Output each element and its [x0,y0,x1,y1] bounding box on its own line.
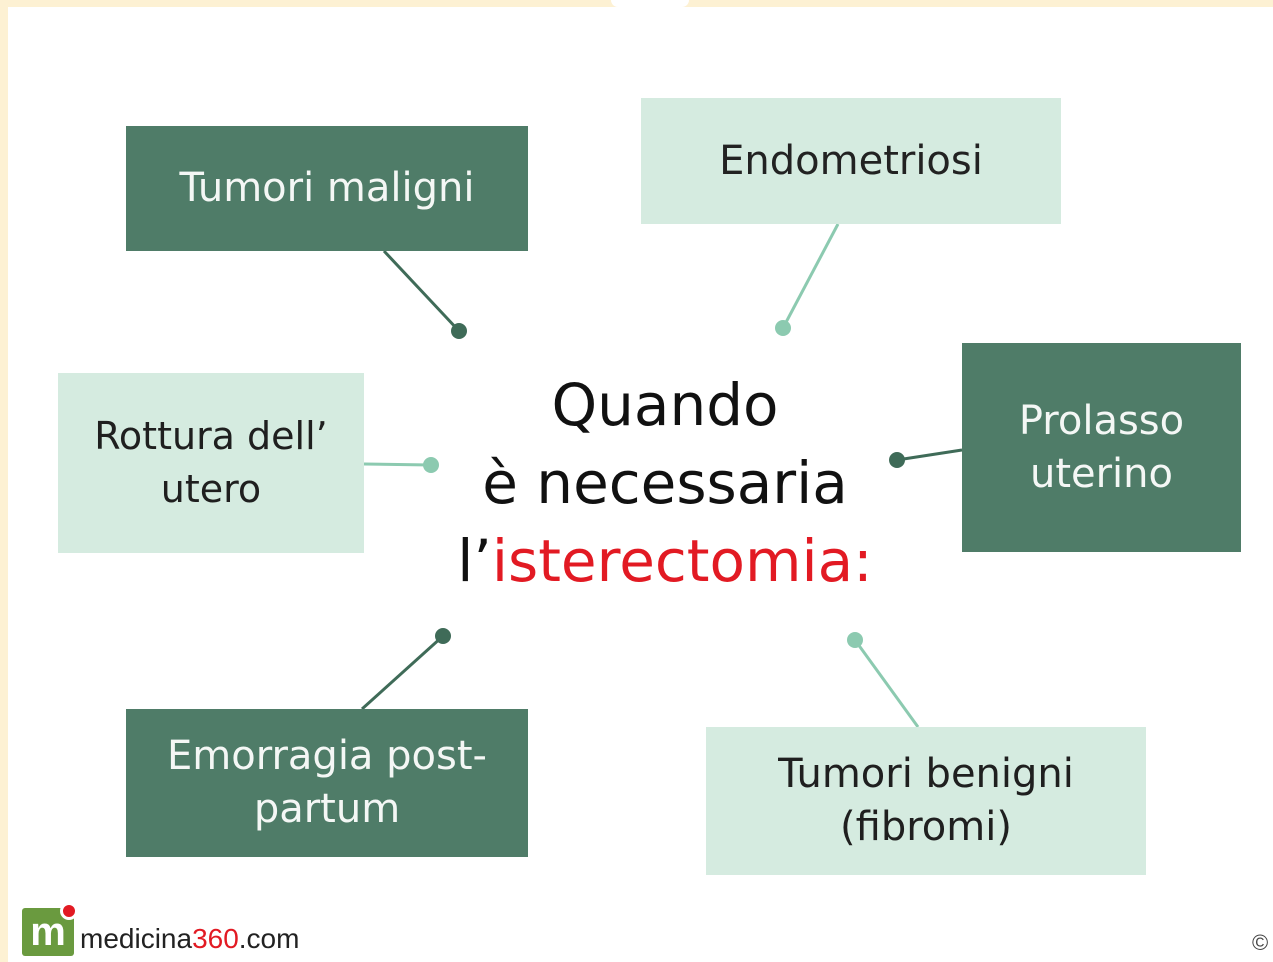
node-emorragia-post-partum: Emorragia post- partum [126,709,528,857]
link-prolasso-uterino [889,448,963,468]
connector-dot [847,632,863,648]
site-name-prefix: medicina [80,923,193,954]
site-name: medicina360.com [80,922,299,956]
link-endometriosi [775,223,840,336]
connector-dot [451,323,467,339]
site-name-suffix: .com [238,923,300,954]
site-name-number: 360 [192,923,239,954]
site-logo[interactable]: m medicina360.com [22,900,299,956]
connector-dot [435,628,451,644]
connector-dot [775,320,791,336]
center-title-highlight: isterectomia: [491,527,873,595]
node-tumori-maligni: Tumori maligni [126,126,528,251]
connector-dot [423,457,439,473]
node-tumori-benigni: Tumori benigni (fibromi) [706,727,1146,875]
node-label: Endometriosi [719,137,983,184]
center-title-line1: Quando [551,371,779,439]
logo-dot-icon [60,902,78,920]
logo-mark-icon: m [22,902,78,956]
node-label: Prolasso uterino [1018,397,1185,497]
copyright-mark: © [1252,930,1269,955]
logo-letter: m [30,910,66,954]
node-label: Rottura dell’ utero [94,414,328,511]
link-emorragia [360,628,451,711]
node-rottura-utero: Rottura dell’ utero [58,373,364,553]
node-prolasso-uterino: Prolasso uterino [962,343,1241,552]
center-title-prefix: l’ [457,527,492,595]
center-title-line3: l’isterectomia: [420,522,910,600]
center-title: Quando è necessaria l’isterectomia: [420,366,910,600]
connector-dot [889,452,905,468]
center-title-line2: è necessaria [482,449,848,517]
link-rottura-utero [363,457,439,473]
top-notch [611,0,689,7]
node-label: Tumori maligni [179,165,475,211]
link-tumori-benigni [847,632,920,728]
node-label: Emorragia post- partum [167,733,487,832]
node-label: Tumori benigni (fibromi) [778,751,1074,850]
link-tumori-maligni [382,249,467,339]
node-endometriosi: Endometriosi [641,98,1061,224]
